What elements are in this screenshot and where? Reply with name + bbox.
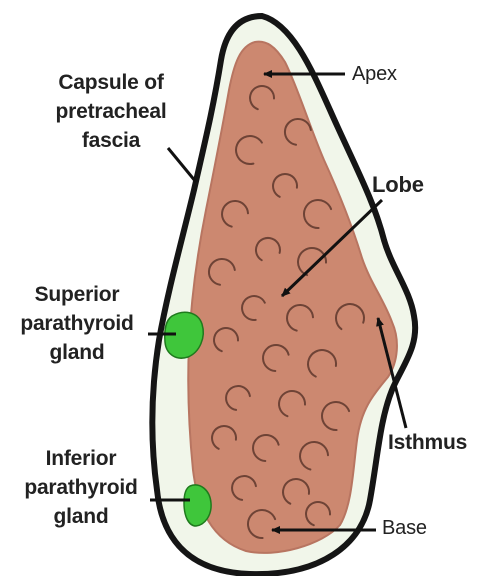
label-superior-line-2: parathyroid bbox=[4, 309, 150, 338]
label-inferior-line-2: parathyroid bbox=[8, 473, 154, 502]
label-superior-line-1: Superior bbox=[4, 280, 150, 309]
label-capsule-line-3: fascia bbox=[32, 126, 190, 155]
label-base: Base bbox=[382, 514, 427, 543]
label-lobe: Lobe bbox=[372, 170, 424, 199]
label-capsule: Capsule of pretracheal fascia bbox=[32, 68, 190, 155]
label-inferior-line-1: Inferior bbox=[8, 444, 154, 473]
label-isthmus: Isthmus bbox=[388, 428, 467, 457]
label-superior-parathyroid: Superior parathyroid gland bbox=[4, 280, 150, 367]
label-superior-line-3: gland bbox=[4, 338, 150, 367]
inferior-parathyroid-gland bbox=[184, 485, 211, 526]
label-apex: Apex bbox=[352, 60, 397, 89]
label-inferior-line-3: gland bbox=[8, 502, 154, 531]
label-capsule-line-1: Capsule of bbox=[32, 68, 190, 97]
label-inferior-parathyroid: Inferior parathyroid gland bbox=[8, 444, 154, 531]
label-capsule-line-2: pretracheal bbox=[32, 97, 190, 126]
